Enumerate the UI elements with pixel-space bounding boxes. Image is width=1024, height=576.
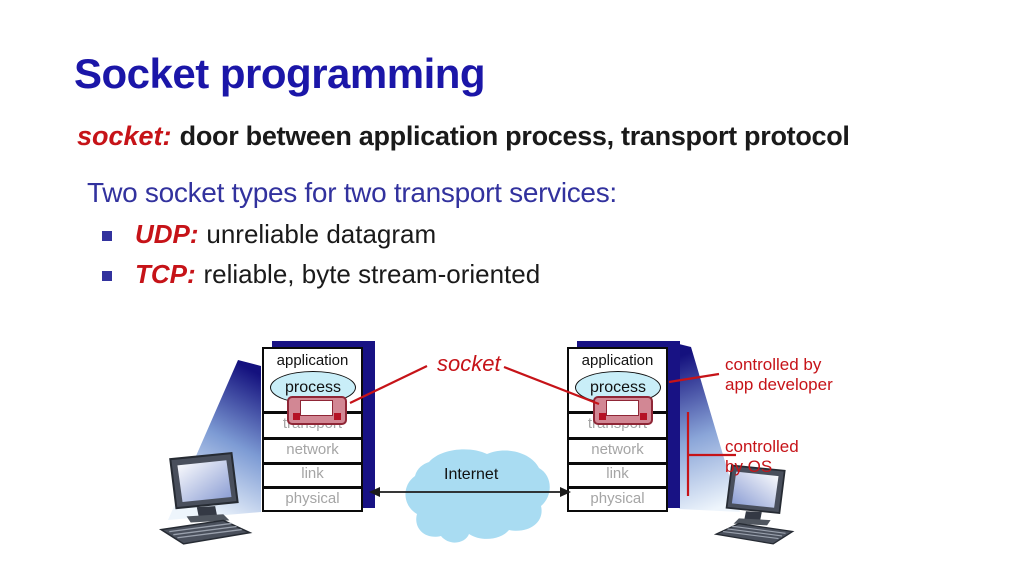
physical-layer-label: physical [590, 490, 645, 507]
udp-text: unreliable datagram [206, 219, 437, 249]
bullet-item-tcp: TCP:reliable, byte stream-oriented [135, 259, 540, 290]
layer-divider [567, 486, 667, 489]
socket-door-hinge [293, 413, 300, 420]
network-layer-label: network [591, 441, 644, 458]
internet-label: Internet [444, 466, 499, 483]
socket-door-icon [593, 396, 653, 425]
internet-cloud-icon [405, 449, 550, 543]
tcp-text: reliable, byte stream-oriented [203, 259, 541, 289]
left-computer-icon [160, 452, 251, 545]
network-layer-label: network [286, 441, 339, 458]
layer-divider [262, 437, 362, 440]
controlled-by-app-label: controlled by app developer [725, 355, 833, 395]
bullet-item-udp: UDP:unreliable datagram [135, 219, 436, 250]
bullet-square-icon [102, 231, 112, 241]
intro-line: socket:door between application process,… [77, 121, 850, 152]
link-layer-label: link [606, 465, 629, 482]
right-protocol-stack: application process transport network li… [567, 347, 668, 512]
layer-divider [262, 462, 362, 465]
link-layer-label: link [301, 465, 324, 482]
socket-door-hinge [640, 413, 647, 420]
controlled-by-os-line2: by OS [725, 457, 773, 476]
socket-door-icon [287, 396, 347, 425]
bullet-square-icon [102, 271, 112, 281]
physical-layer-label: physical [285, 490, 340, 507]
process-label: process [589, 378, 647, 396]
layer-divider [567, 462, 667, 465]
socket-door-hinge [334, 413, 341, 420]
udp-term: UDP: [135, 219, 199, 249]
socket-door-pane [300, 400, 333, 416]
tcp-term: TCP: [135, 259, 196, 289]
socket-callout-label: socket [437, 351, 501, 376]
subheading: Two socket types for two transport servi… [87, 177, 617, 208]
application-layer-label: application [276, 352, 349, 369]
controlled-by-os-label: controlled by OS [725, 437, 799, 477]
slide-title: Socket programming [74, 50, 486, 97]
socket-door-pane [606, 400, 639, 416]
application-layer-label: application [581, 352, 654, 369]
controlled-by-app-line1: controlled by [725, 355, 822, 374]
socket-term: socket: [77, 121, 172, 151]
layer-divider [567, 437, 667, 440]
controlled-by-os-line1: controlled [725, 437, 799, 456]
layer-divider [262, 486, 362, 489]
process-label: process [284, 378, 342, 396]
socket-door-hinge [599, 413, 606, 420]
left-protocol-stack: application process transport network li… [262, 347, 363, 512]
intro-text: door between application process, transp… [179, 121, 850, 151]
right-beam [679, 344, 740, 512]
controlled-by-app-line2: app developer [725, 375, 833, 394]
